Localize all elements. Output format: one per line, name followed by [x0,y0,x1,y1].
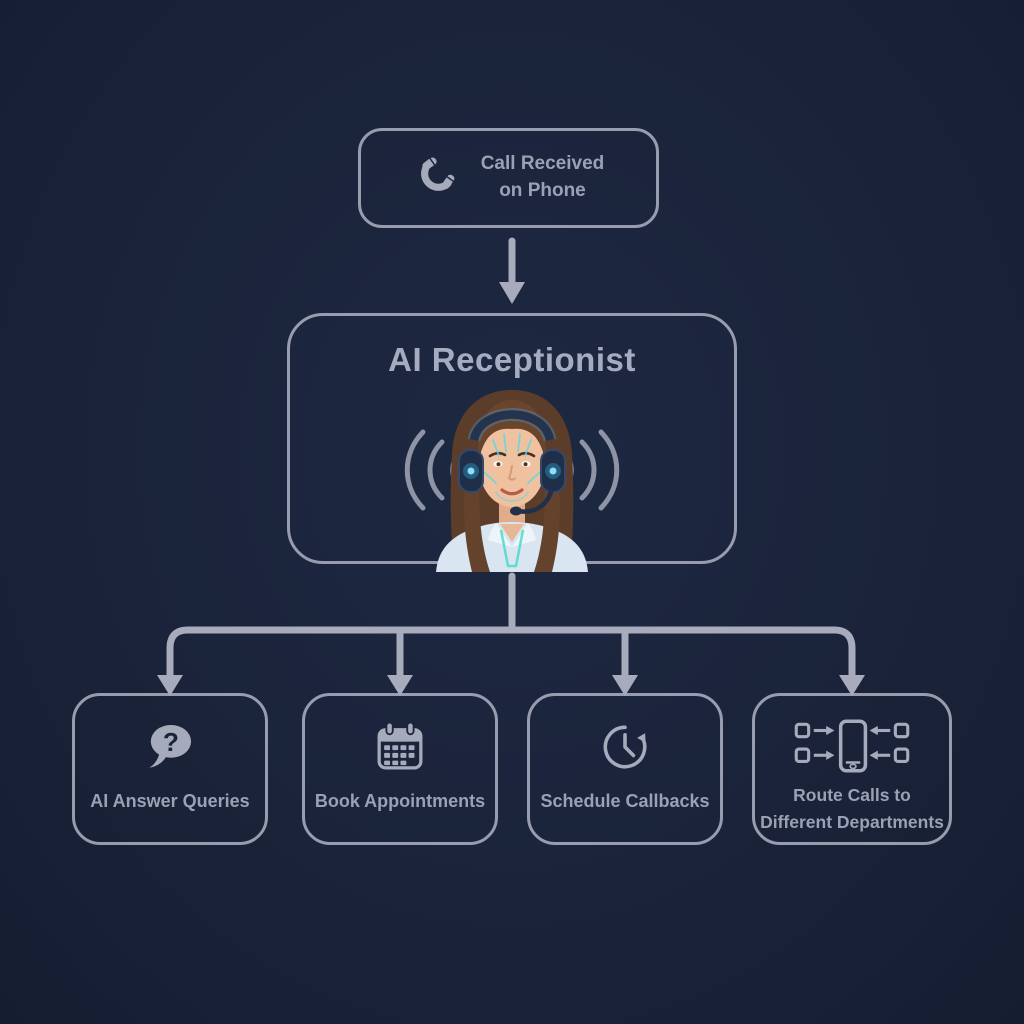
branch-connectors [157,572,865,696]
node-answer-queries: ? AI Answer Queries [72,693,268,845]
node-schedule-callbacks: Schedule Callbacks [527,693,723,845]
route-calls-line1: Route Calls to [793,785,911,805]
phone-icon [420,157,455,191]
ai-receptionist-title: AI Receptionist [388,341,636,378]
node-route-calls: Route Calls to Different Departments [752,693,952,845]
ai-receptionist-avatar [404,390,620,572]
call-received-line2: on Phone [499,180,586,201]
route-calls-line2: Different Departments [760,811,944,832]
book-appointments-label: Book Appointments [314,791,486,811]
node-book-appointments: Book Appointments [302,693,498,845]
call-received-line1: Call Received [480,153,605,175]
question-bubble-icon: ? [140,712,200,782]
clock-arrow-icon [595,712,655,782]
call-received-label: Call Received on Phone [481,151,605,205]
calendar-icon [371,712,429,782]
schedule-callbacks-label: Schedule Callbacks [540,791,710,811]
arrow-down-connector [499,237,525,304]
headset-icon [458,408,566,516]
svg-text:?: ? [163,727,179,757]
route-calls-icon [792,712,912,782]
node-call-received: Call Received on Phone [358,128,659,228]
answer-queries-label: AI Answer Queries [90,791,250,811]
